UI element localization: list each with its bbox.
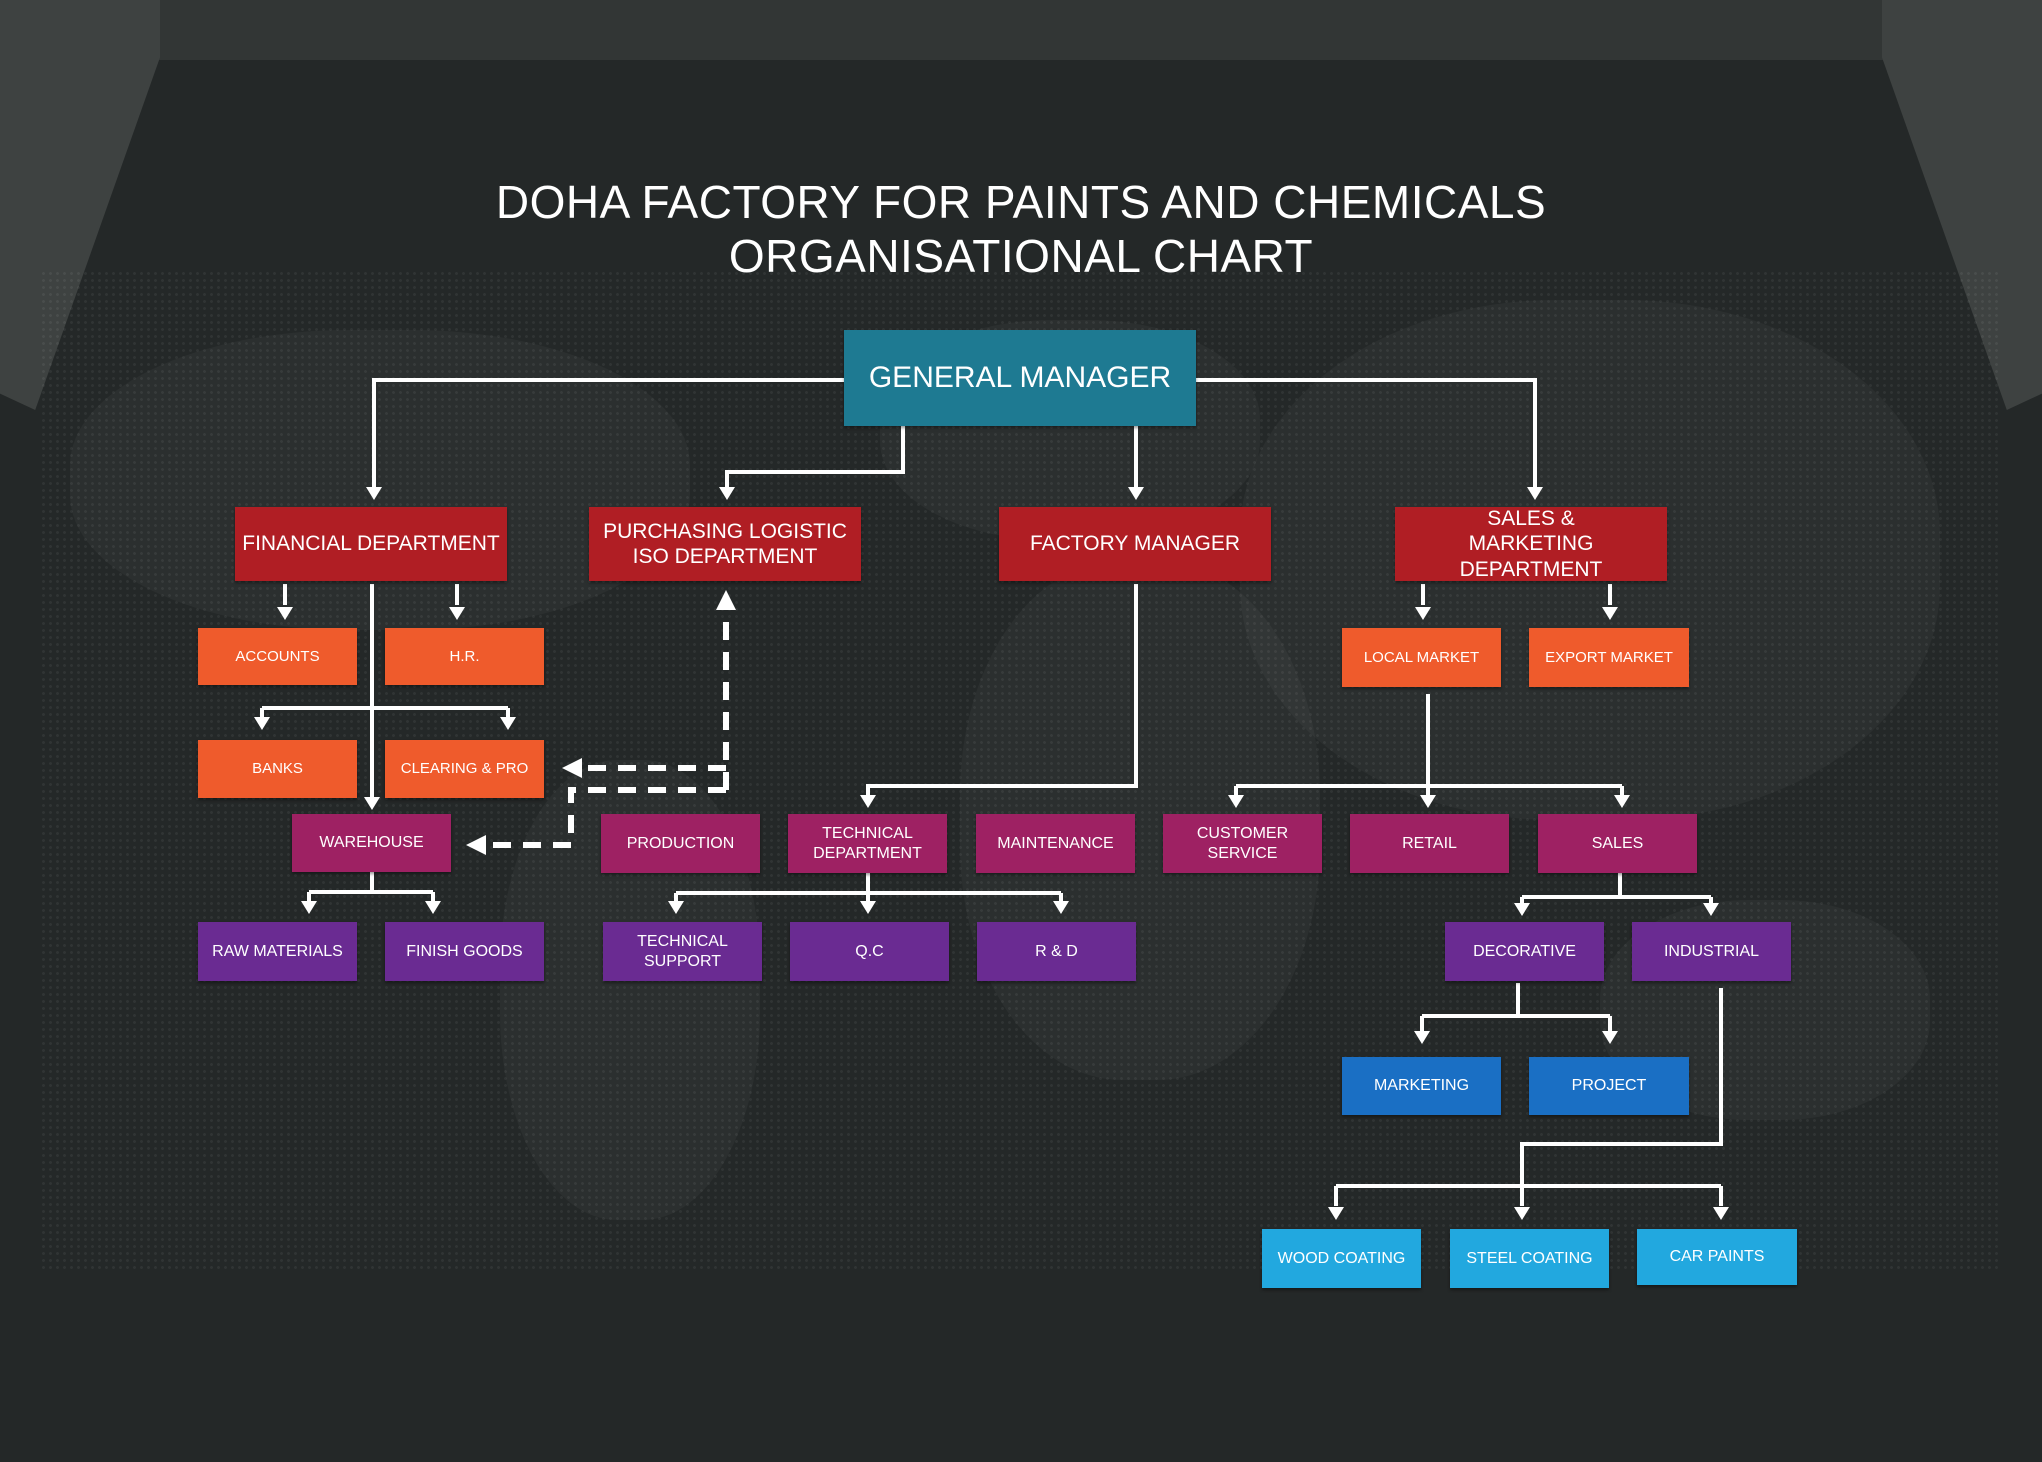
top-band <box>0 0 2042 60</box>
local-market-box[interactable]: LOCAL MARKET <box>1342 628 1501 687</box>
maintenance-box[interactable]: MAINTENANCE <box>976 814 1135 873</box>
export-market-box[interactable]: EXPORT MARKET <box>1529 628 1689 687</box>
arrow-to-banks <box>254 717 270 730</box>
arrow-to-customer-service <box>1228 795 1244 808</box>
arrow-to-financial <box>366 487 382 500</box>
decorative-box[interactable]: DECORATIVE <box>1445 922 1604 981</box>
arrow-to-accounts <box>277 607 293 620</box>
connector-factory-technical <box>866 584 1138 796</box>
purchasing-logistic-iso-department-box[interactable]: PURCHASING LOGISTIC ISO DEPARTMENT <box>589 507 861 581</box>
steel-coating-box[interactable]: STEEL COATING <box>1450 1229 1609 1288</box>
general-manager-box[interactable]: GENERAL MANAGER <box>844 330 1196 426</box>
dashed-arrow-to-purchasing <box>716 590 736 610</box>
financial-department-box[interactable]: FINANCIAL DEPARTMENT <box>235 507 507 581</box>
arrow-to-wood-coating <box>1328 1207 1344 1220</box>
arrow-to-export-market <box>1602 607 1618 620</box>
connector-gm-sales-marketing <box>1196 378 1537 488</box>
car-paints-box[interactable]: CAR PAINTS <box>1637 1229 1797 1285</box>
clearing-pro-box[interactable]: CLEARING & PRO <box>385 740 544 798</box>
connector-gm-purchasing <box>725 426 905 488</box>
customer-service-box[interactable]: CUSTOMER SERVICE <box>1163 814 1322 873</box>
factory-manager-box[interactable]: FACTORY MANAGER <box>999 507 1271 581</box>
hr-box[interactable]: H.R. <box>385 628 544 685</box>
arrow-to-finish-goods <box>425 901 441 914</box>
arrow-to-technical-department <box>860 795 876 808</box>
arrow-to-hr <box>449 607 465 620</box>
industrial-box[interactable]: INDUSTRIAL <box>1632 922 1791 981</box>
sales-box[interactable]: SALES <box>1538 814 1697 873</box>
technical-support-box[interactable]: TECHNICAL SUPPORT <box>603 922 762 981</box>
arrow-to-retail <box>1420 795 1436 808</box>
arrow-to-industrial <box>1703 903 1719 916</box>
arrow-to-clearing <box>500 717 516 730</box>
arrow-to-qc <box>860 901 876 914</box>
qc-box[interactable]: Q.C <box>790 922 949 981</box>
arrow-to-sales <box>1614 795 1630 808</box>
arrow-to-technical-support <box>668 901 684 914</box>
dashed-arrow-to-clearing <box>562 758 582 778</box>
arrow-to-warehouse <box>364 797 380 810</box>
chart-title-line-1: DOHA FACTORY FOR PAINTS AND CHEMICALS <box>495 176 1547 228</box>
retail-box[interactable]: RETAIL <box>1350 814 1509 873</box>
raw-materials-box[interactable]: RAW MATERIALS <box>198 922 357 981</box>
connector-industrial-trunk <box>1520 988 1723 1186</box>
arrow-to-project <box>1602 1031 1618 1044</box>
warehouse-box[interactable]: WAREHOUSE <box>292 814 451 872</box>
project-box[interactable]: PROJECT <box>1529 1057 1689 1115</box>
arrow-to-factory <box>1128 487 1144 500</box>
connector-gm-financial <box>372 378 844 488</box>
dashed-connector-to-warehouse <box>488 787 726 848</box>
production-box[interactable]: PRODUCTION <box>601 814 760 873</box>
arrow-to-car-paints <box>1713 1207 1729 1220</box>
sales-marketing-department-box[interactable]: SALES & MARKETING DEPARTMENT <box>1395 507 1667 581</box>
arrow-to-decorative <box>1514 903 1530 916</box>
arrow-to-purchasing <box>719 487 735 500</box>
arrow-to-steel-coating <box>1514 1207 1530 1220</box>
chart-title-line-2: ORGANISATIONAL CHART <box>728 230 1314 282</box>
wood-coating-box[interactable]: WOOD COATING <box>1262 1229 1421 1288</box>
accounts-box[interactable]: ACCOUNTS <box>198 628 357 685</box>
rd-box[interactable]: R & D <box>977 922 1136 981</box>
finish-goods-box[interactable]: FINISH GOODS <box>385 922 544 981</box>
technical-department-box[interactable]: TECHNICAL DEPARTMENT <box>788 814 947 873</box>
arrow-to-sales-marketing <box>1527 487 1543 500</box>
arrow-to-rd <box>1053 901 1069 914</box>
marketing-box[interactable]: MARKETING <box>1342 1057 1501 1115</box>
arrow-to-local-market <box>1415 607 1431 620</box>
arrow-to-raw-materials <box>301 901 317 914</box>
arrow-to-marketing <box>1414 1031 1430 1044</box>
banks-box[interactable]: BANKS <box>198 740 357 798</box>
dashed-arrow-to-warehouse <box>466 835 486 855</box>
